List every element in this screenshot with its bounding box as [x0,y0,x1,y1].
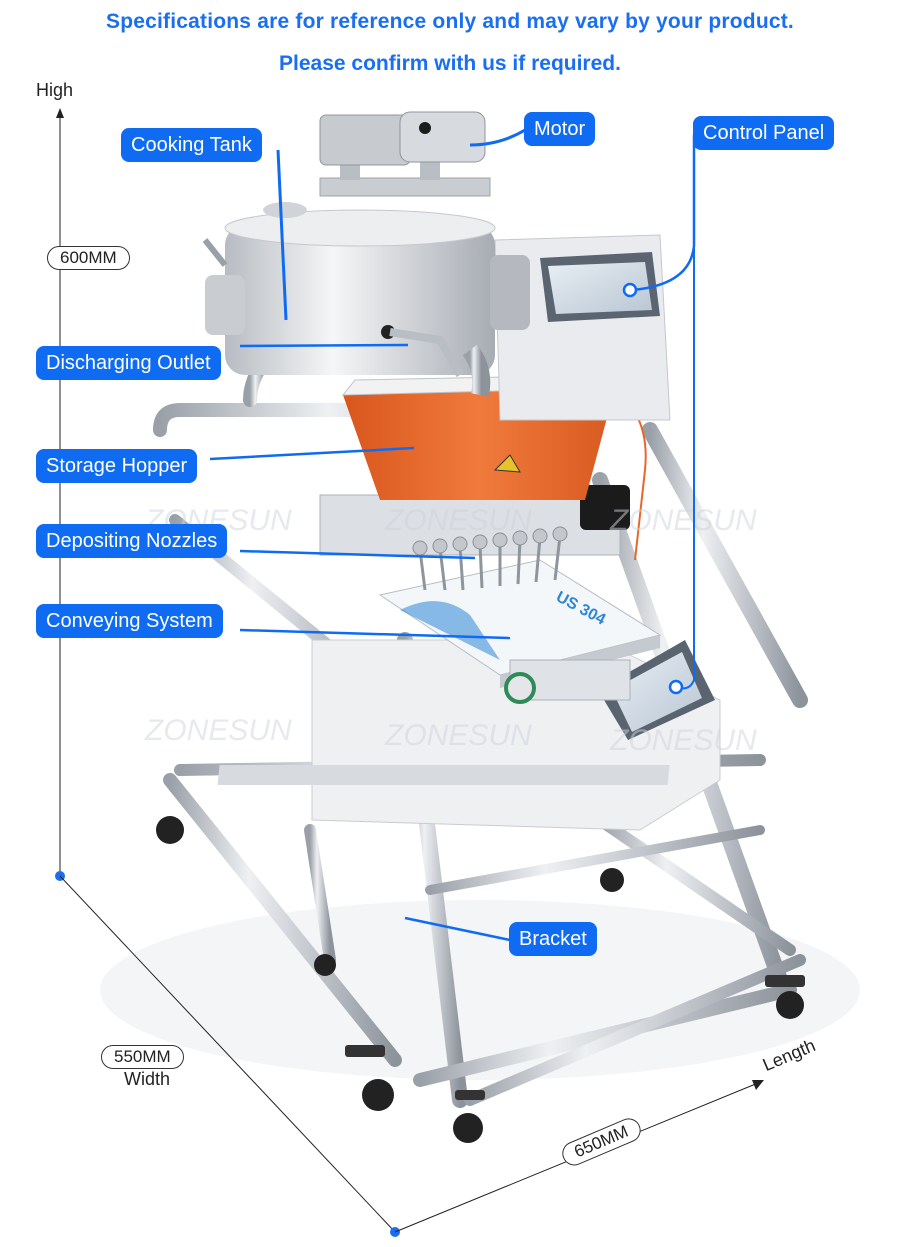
disclaimer-line-2: Please confirm with us if required. [279,52,621,75]
watermark: ZONESUN [144,714,292,747]
disclaimer-line-1: Specifications are for reference only an… [106,10,794,33]
callout-storage-hopper: Storage Hopper [36,449,198,483]
callout-motor: Motor [524,112,596,146]
height-dimension: 600MM [47,246,130,270]
watermark: ZONESUN [384,504,532,537]
watermark: ZONESUN [609,724,757,757]
callout-conveying-system: Conveying System [36,604,223,638]
callout-discharging-outlet: Discharging Outlet [36,346,221,380]
callout-bracket: Bracket [509,922,597,956]
callout-leaders [209,128,696,942]
callout-depositing-nozzles: Depositing Nozzles [36,524,228,558]
watermark: ZONESUN [609,504,757,537]
width-axis-label: Width [124,1069,171,1089]
watermark: ZONESUN [384,719,532,752]
width-dimension: 550MM [101,1045,184,1069]
height-axis-label: High [36,80,74,100]
callout-control-panel: Control Panel [693,116,835,150]
callout-cooking-tank: Cooking Tank [121,128,262,162]
